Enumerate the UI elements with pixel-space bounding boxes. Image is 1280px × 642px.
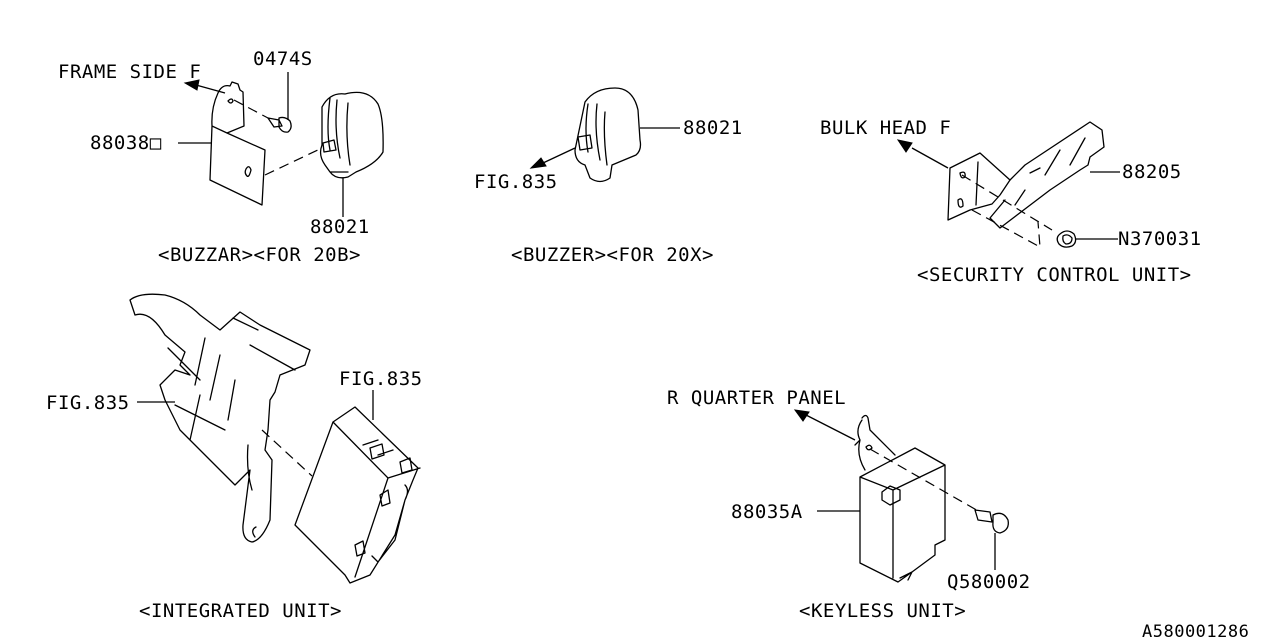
label-88021-left: 88021 [310,216,370,238]
screw-0474s [267,116,292,133]
security-control-group [896,121,1120,249]
label-fig835-unit: FIG.835 [339,368,423,390]
fig835-arrow-line [542,147,576,164]
title-keyless-unit: <KEYLESS UNIT> [799,600,967,622]
security-unit-88205 [989,121,1105,229]
bulk-head-arrow-line [911,147,949,169]
title-security-control-unit: <SECURITY CONTROL UNIT> [917,264,1192,286]
bulk-head-arrowhead [896,139,913,153]
integrated-bracket [129,293,311,543]
diagram-id: A580001286 [1142,622,1250,642]
frame-side-arrowhead [183,79,200,91]
label-fig835-bracket: FIG.835 [46,392,130,414]
title-buzzar-20b: <BUZZAR><FOR 20B> [158,244,361,266]
label-bulk-head-f: BULK HEAD F [820,117,952,139]
keyless-dash [869,448,981,513]
label-r-quarter-panel: R QUARTER PANEL [667,387,847,409]
label-88038: 88038□ [90,132,162,154]
bracket-hole-top [227,98,234,104]
keyless-bracket-hole [865,444,873,451]
keyless-bracket [854,414,896,471]
integrated-bracket-hole [252,526,257,538]
nut-n370031 [1056,230,1077,248]
integrated-control-unit [294,406,421,584]
label-frame-side-f: FRAME SIDE F [58,61,202,83]
label-88205: 88205 [1122,161,1182,183]
integrated-dash [261,429,313,477]
quarter-panel-arrowhead [793,409,810,422]
buzzar-20b-group [178,72,384,217]
quarter-panel-arrow-line [805,414,856,441]
title-buzzer-20x: <BUZZER><FOR 20X> [511,244,714,266]
bracket-88038 [209,81,266,206]
bracket-hole-bottom [244,166,252,178]
keyless-unit-88035a [859,447,946,583]
security-bracket [947,152,1011,221]
label-fig835-buzzer: FIG.835 [474,171,558,193]
bolt-q580002 [974,509,1009,534]
security-dash-lines [961,174,1053,249]
fig835-arrowhead [529,157,547,169]
buzzer-88021-center [574,87,642,183]
label-q580002: Q580002 [947,571,1031,593]
label-88035a: 88035A [731,501,803,523]
label-0474s: 0474S [253,48,313,70]
buzzer-20x-group [529,87,680,183]
screw-axis-dash [233,99,269,119]
title-integrated-unit: <INTEGRATED UNIT> [139,600,342,622]
buzzer-88021-left [319,91,384,179]
keyless-unit-group [793,409,1009,583]
label-88021-center: 88021 [683,117,743,139]
buzzer-axis-dash [264,147,323,176]
frame-side-arrow-line [195,84,226,94]
integrated-unit-group [129,293,421,584]
label-n370031: N370031 [1118,228,1202,250]
